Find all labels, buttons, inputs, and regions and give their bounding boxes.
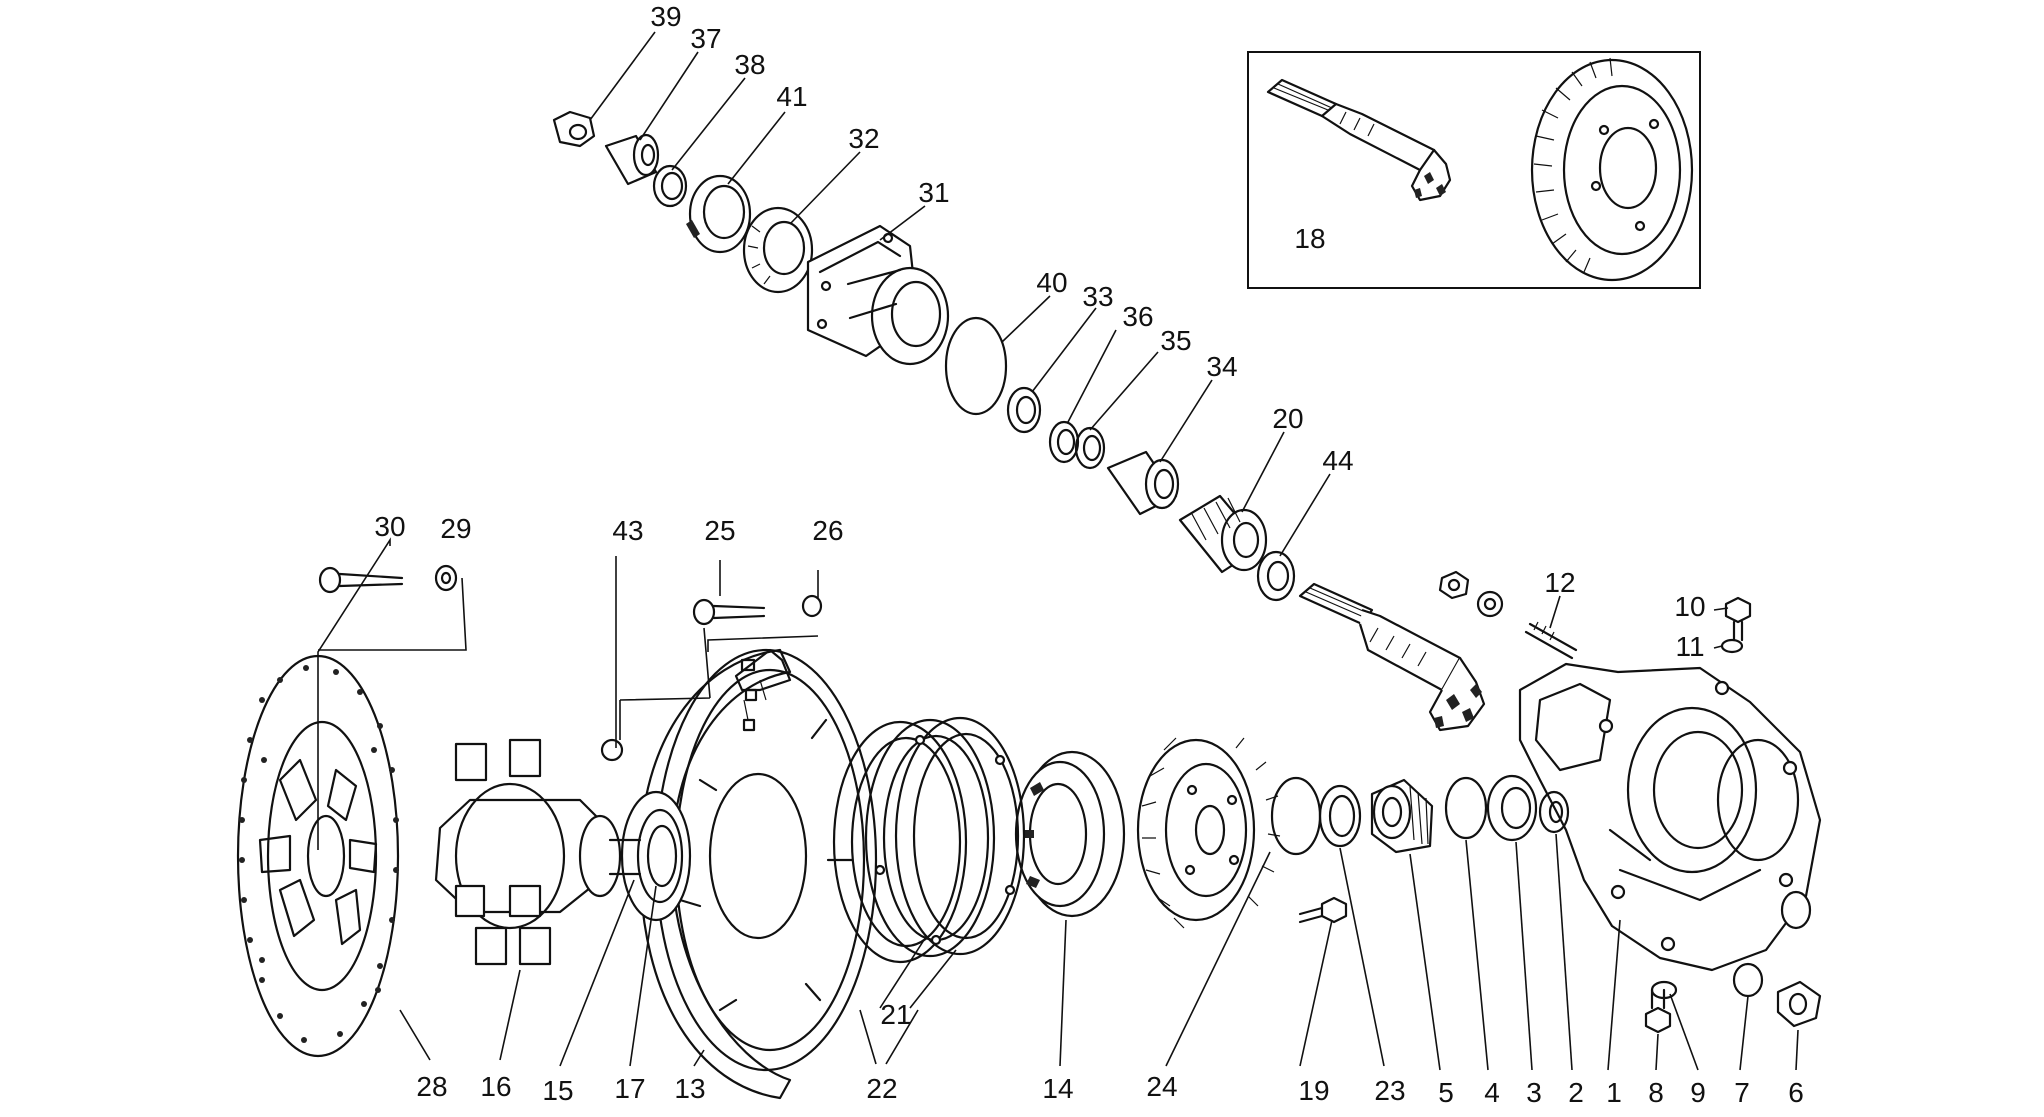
- part-38-washer: [652, 164, 688, 208]
- part-3-seal: [1486, 774, 1538, 842]
- label-17: 17: [614, 1073, 645, 1104]
- label-12: 12: [1544, 567, 1575, 598]
- part-2-washer: [1538, 790, 1570, 834]
- pinion-shaft: [1298, 582, 1486, 732]
- part-33-washer: [1006, 386, 1042, 434]
- label-33: 33: [1082, 281, 1113, 312]
- label-36: 36: [1122, 301, 1153, 332]
- part-17-ring: [646, 824, 678, 888]
- part-44-washer: [1256, 550, 1296, 602]
- part-37-spacer: [604, 133, 660, 186]
- part-43-nut: [600, 738, 624, 762]
- label-41: 41: [776, 81, 807, 112]
- part-10-bolt: [1724, 596, 1752, 642]
- part-20-bearing: [1178, 494, 1268, 574]
- label-26: 26: [812, 515, 843, 546]
- label-18: 18: [1294, 223, 1325, 254]
- part-1-casing: [1518, 662, 1822, 972]
- label-44: 44: [1322, 445, 1353, 476]
- part-26-nut: [801, 594, 823, 618]
- label-32: 32: [848, 123, 879, 154]
- part-22-gasket-b: [874, 716, 1026, 956]
- leader-lines: [317, 31, 1799, 1071]
- label-31: 31: [918, 177, 949, 208]
- inset-pinion-shaft: [1266, 78, 1452, 202]
- part-41-seal: [686, 174, 752, 254]
- part-31-housing: [806, 224, 950, 366]
- label-2: 2: [1568, 1077, 1584, 1108]
- label-13: 13: [674, 1073, 705, 1104]
- part-40-oring: [944, 316, 1008, 416]
- label-39: 39: [650, 1, 681, 32]
- label-35: 35: [1160, 325, 1191, 356]
- label-22: 22: [866, 1073, 897, 1104]
- label-9: 9: [1690, 1077, 1706, 1108]
- part-6-plug: [1776, 980, 1822, 1028]
- part-19-bolt: [1298, 896, 1348, 924]
- label-6: 6: [1788, 1077, 1804, 1108]
- part-14-bearing: [1014, 750, 1126, 918]
- label-23: 23: [1374, 1075, 1405, 1106]
- part-25-bolt: [692, 598, 766, 626]
- part-39-nut: [552, 110, 596, 148]
- part-28-disc: [236, 654, 400, 1058]
- part-22-gasket-a: [832, 720, 968, 964]
- label-40: 40: [1036, 267, 1067, 298]
- part-5-bearing: [1370, 778, 1434, 854]
- callout-labels: 39 37 38 41 32 31 18 40 33 36 35 34 20 4…: [374, 1, 1803, 1108]
- small-nut: [1438, 570, 1470, 600]
- label-30: 30: [374, 511, 405, 542]
- label-7: 7: [1734, 1077, 1750, 1108]
- label-14: 14: [1042, 1073, 1073, 1104]
- part-15-seal: [620, 790, 692, 922]
- label-3: 3: [1526, 1077, 1542, 1108]
- part-29-washer: [434, 564, 458, 592]
- label-43: 43: [612, 515, 643, 546]
- part-35-washer: [1074, 426, 1106, 470]
- label-1: 1: [1606, 1077, 1622, 1108]
- label-25: 25: [704, 515, 735, 546]
- small-washer: [1476, 590, 1504, 618]
- label-16: 16: [480, 1071, 511, 1102]
- part-4-ring: [1444, 776, 1488, 840]
- label-8: 8: [1648, 1077, 1664, 1108]
- crown-wheel: [1136, 737, 1281, 929]
- part-23-washer: [1318, 784, 1362, 848]
- part-11-washer: [1720, 638, 1744, 654]
- part-21-shim: [864, 718, 996, 958]
- part-34-sleeve: [1106, 450, 1180, 516]
- label-37: 37: [690, 23, 721, 54]
- label-29: 29: [440, 513, 471, 544]
- label-28: 28: [416, 1071, 447, 1102]
- label-24: 24: [1146, 1071, 1177, 1102]
- part-7-oring: [1732, 962, 1764, 998]
- label-11: 11: [1675, 631, 1704, 662]
- label-15: 15: [542, 1075, 573, 1106]
- part-16-hub: [434, 738, 642, 966]
- label-10: 10: [1674, 591, 1705, 622]
- inset-crown-gear: [1530, 57, 1694, 282]
- label-19: 19: [1298, 1075, 1329, 1106]
- label-5: 5: [1438, 1077, 1454, 1108]
- label-20: 20: [1272, 403, 1303, 434]
- part-24-gasket: [1270, 776, 1322, 856]
- inset-gear-set: [1247, 51, 1701, 289]
- part-36-washer: [1048, 420, 1080, 464]
- label-38: 38: [734, 49, 765, 80]
- label-34: 34: [1206, 351, 1237, 382]
- part-30-bolt: [318, 566, 404, 594]
- label-4: 4: [1484, 1077, 1500, 1108]
- part-32-bearing: [742, 206, 814, 294]
- part-9-washer: [1650, 980, 1678, 1000]
- part-12-stud: [1524, 621, 1578, 660]
- label-21: 21: [880, 999, 911, 1030]
